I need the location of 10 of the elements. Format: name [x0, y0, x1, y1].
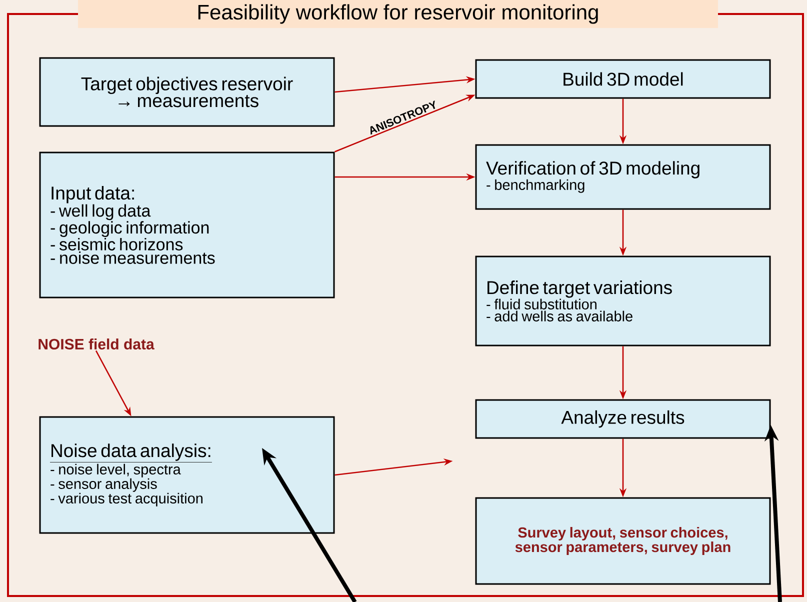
title-banner: Feasibility workflow for reservoir monitoring [78, 0, 718, 28]
process-box: Verification of 3D modeling - benchmarking [475, 144, 771, 210]
process-box: Define target variations - fluid substitution - add wells as available [475, 256, 771, 346]
process-box: Noise data analysis: - noise level, spectra - sensor analysis - various test acquisition [39, 416, 335, 534]
process-box: Survey layout, sensor choices, sensor parameters, survey plan [475, 497, 771, 585]
process-box: Target objectives reservoir → measurements [39, 57, 335, 127]
process-box: Input data: - well log data - geologic information - seismic horizons - noise measurements [39, 152, 335, 298]
note-text: NOISE field data [38, 338, 154, 350]
process-box: Build 3D model [475, 59, 771, 99]
process-box: Analyze results [475, 399, 771, 439]
